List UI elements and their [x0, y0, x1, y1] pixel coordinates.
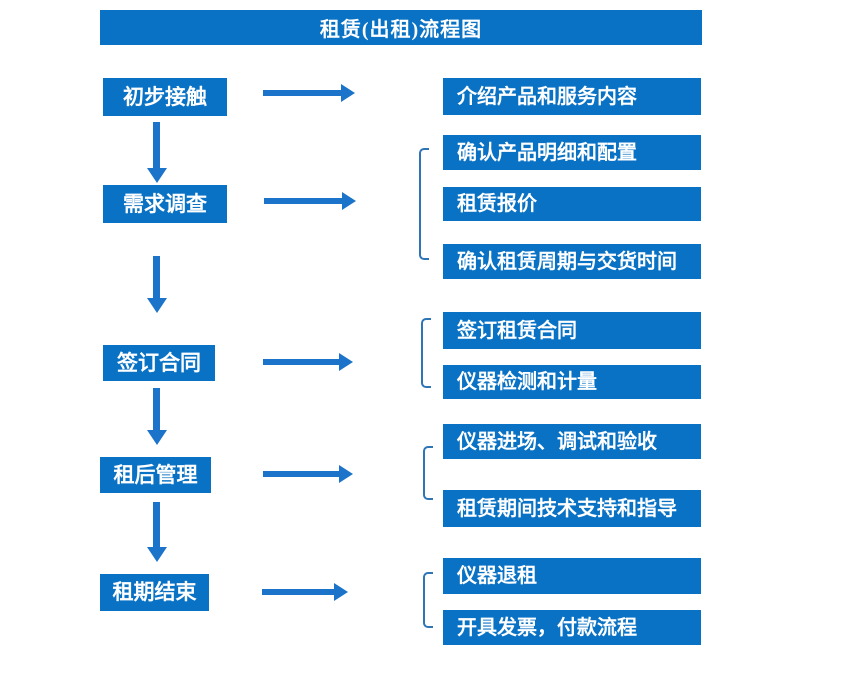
- bracket-icon: [423, 572, 433, 628]
- output-box-introduce-products: 介绍产品和服务内容: [443, 78, 701, 115]
- arrow-down-icon: [153, 122, 160, 168]
- step-box-sign-contract: 签订合同: [103, 345, 215, 381]
- arrow-down-icon: [153, 388, 160, 430]
- arrow-right-icon: [264, 198, 342, 204]
- output-box-instrument-setup-acceptance: 仪器进场、调试和验收: [443, 424, 701, 459]
- bracket-icon: [421, 318, 431, 388]
- arrow-right-icon: [263, 359, 339, 365]
- output-box-instrument-return: 仪器退租: [443, 558, 701, 594]
- step-box-post-rental-management: 租后管理: [100, 457, 211, 493]
- output-box-technical-support: 租赁期间技术支持和指导: [443, 490, 701, 527]
- step-box-demand-survey: 需求调查: [103, 185, 227, 223]
- step-box-initial-contact: 初步接触: [103, 78, 227, 116]
- arrow-down-icon: [153, 256, 160, 298]
- arrow-right-icon: [263, 90, 341, 96]
- flowchart-title: 租赁(出租)流程图: [100, 10, 702, 45]
- bracket-icon: [419, 148, 429, 260]
- output-box-instrument-testing: 仪器检测和计量: [443, 365, 701, 399]
- output-box-confirm-period-delivery: 确认租赁周期与交货时间: [443, 244, 701, 279]
- output-box-rental-quote: 租赁报价: [443, 187, 701, 221]
- step-box-rental-end: 租期结束: [100, 574, 209, 611]
- arrow-right-icon: [263, 471, 339, 477]
- arrow-down-icon: [153, 502, 160, 547]
- output-box-confirm-product-details: 确认产品明细和配置: [443, 135, 701, 170]
- arrow-right-icon: [262, 589, 334, 595]
- output-box-invoice-payment: 开具发票，付款流程: [443, 610, 701, 645]
- output-box-sign-rental-contract: 签订租赁合同: [443, 312, 701, 349]
- bracket-icon: [423, 446, 433, 500]
